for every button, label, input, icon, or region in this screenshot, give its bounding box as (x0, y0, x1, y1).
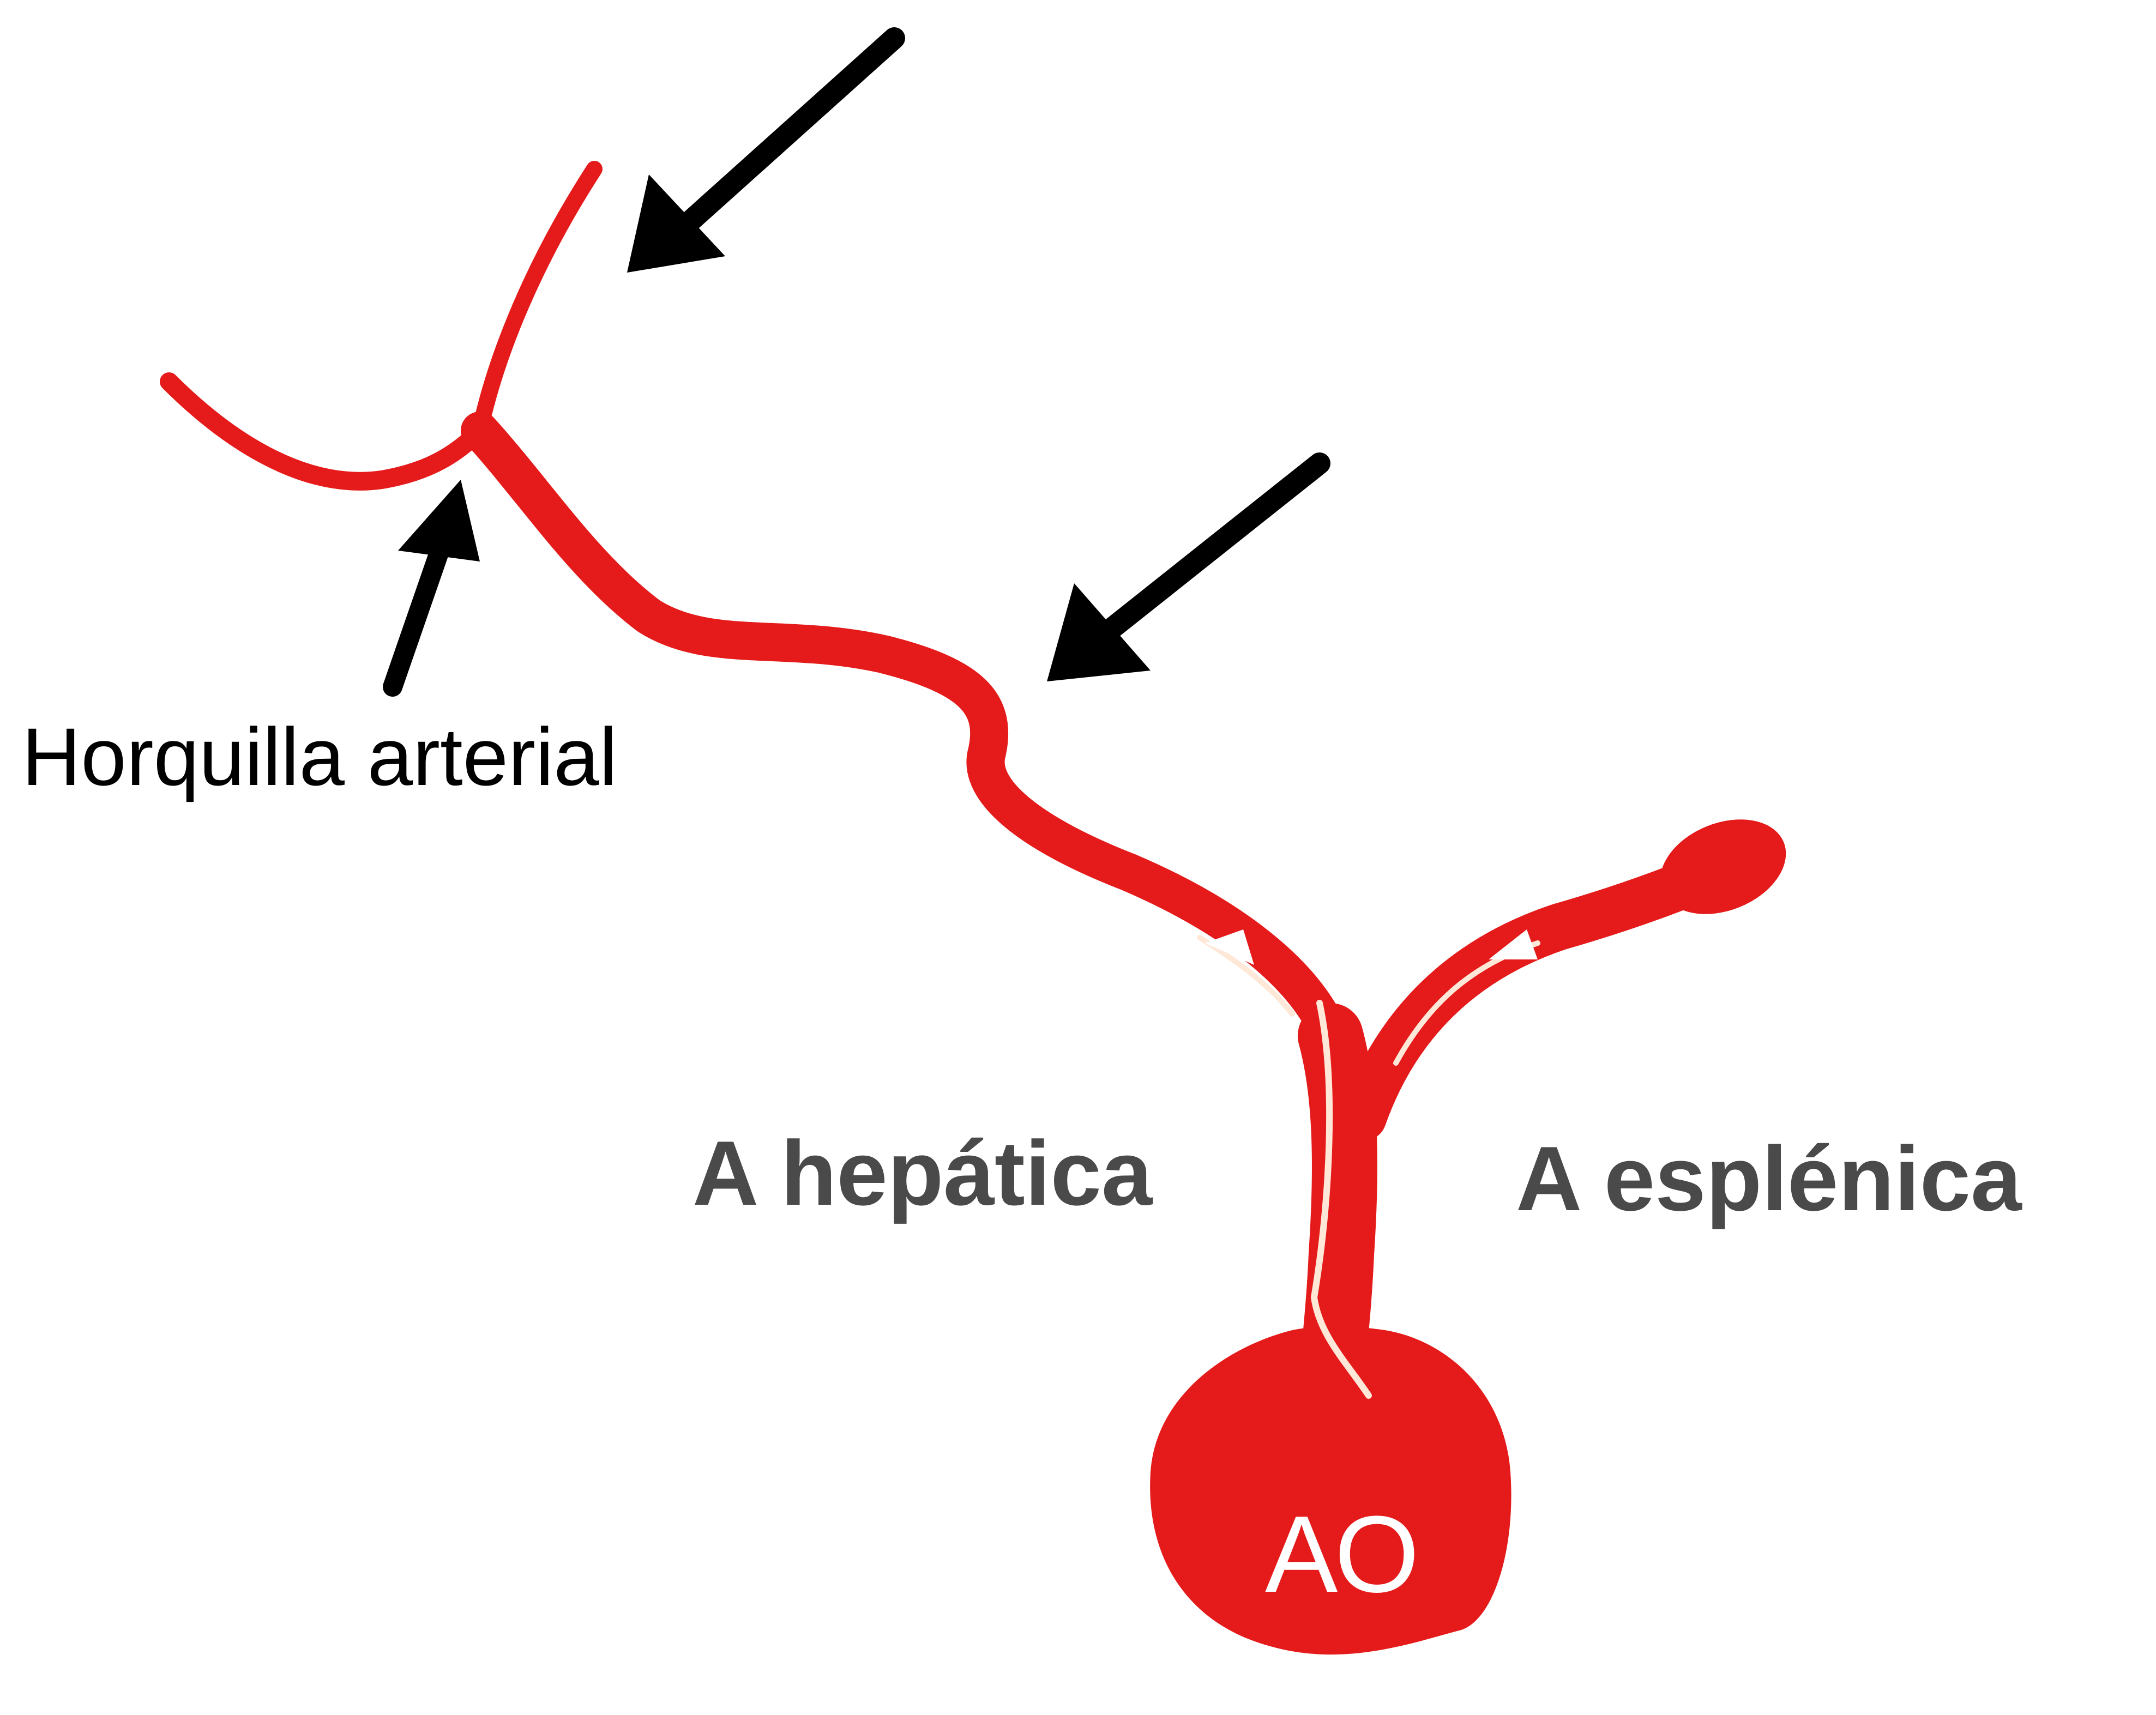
arrow-to-hepatic-artery (1047, 463, 1320, 681)
fork-label: Horquilla arterial (22, 711, 617, 802)
arrowhead-icon (398, 480, 480, 561)
arrow-to-fork (393, 480, 480, 687)
aorta-label: AO (1265, 1494, 1416, 1615)
left-branch-vessel (169, 382, 480, 481)
upper-branch-vessel (480, 169, 594, 431)
hepatic-label: A hepática (692, 1122, 1153, 1224)
arrow-to-upper-branch (627, 38, 894, 273)
splenic-label: A esplénica (1516, 1127, 2022, 1230)
